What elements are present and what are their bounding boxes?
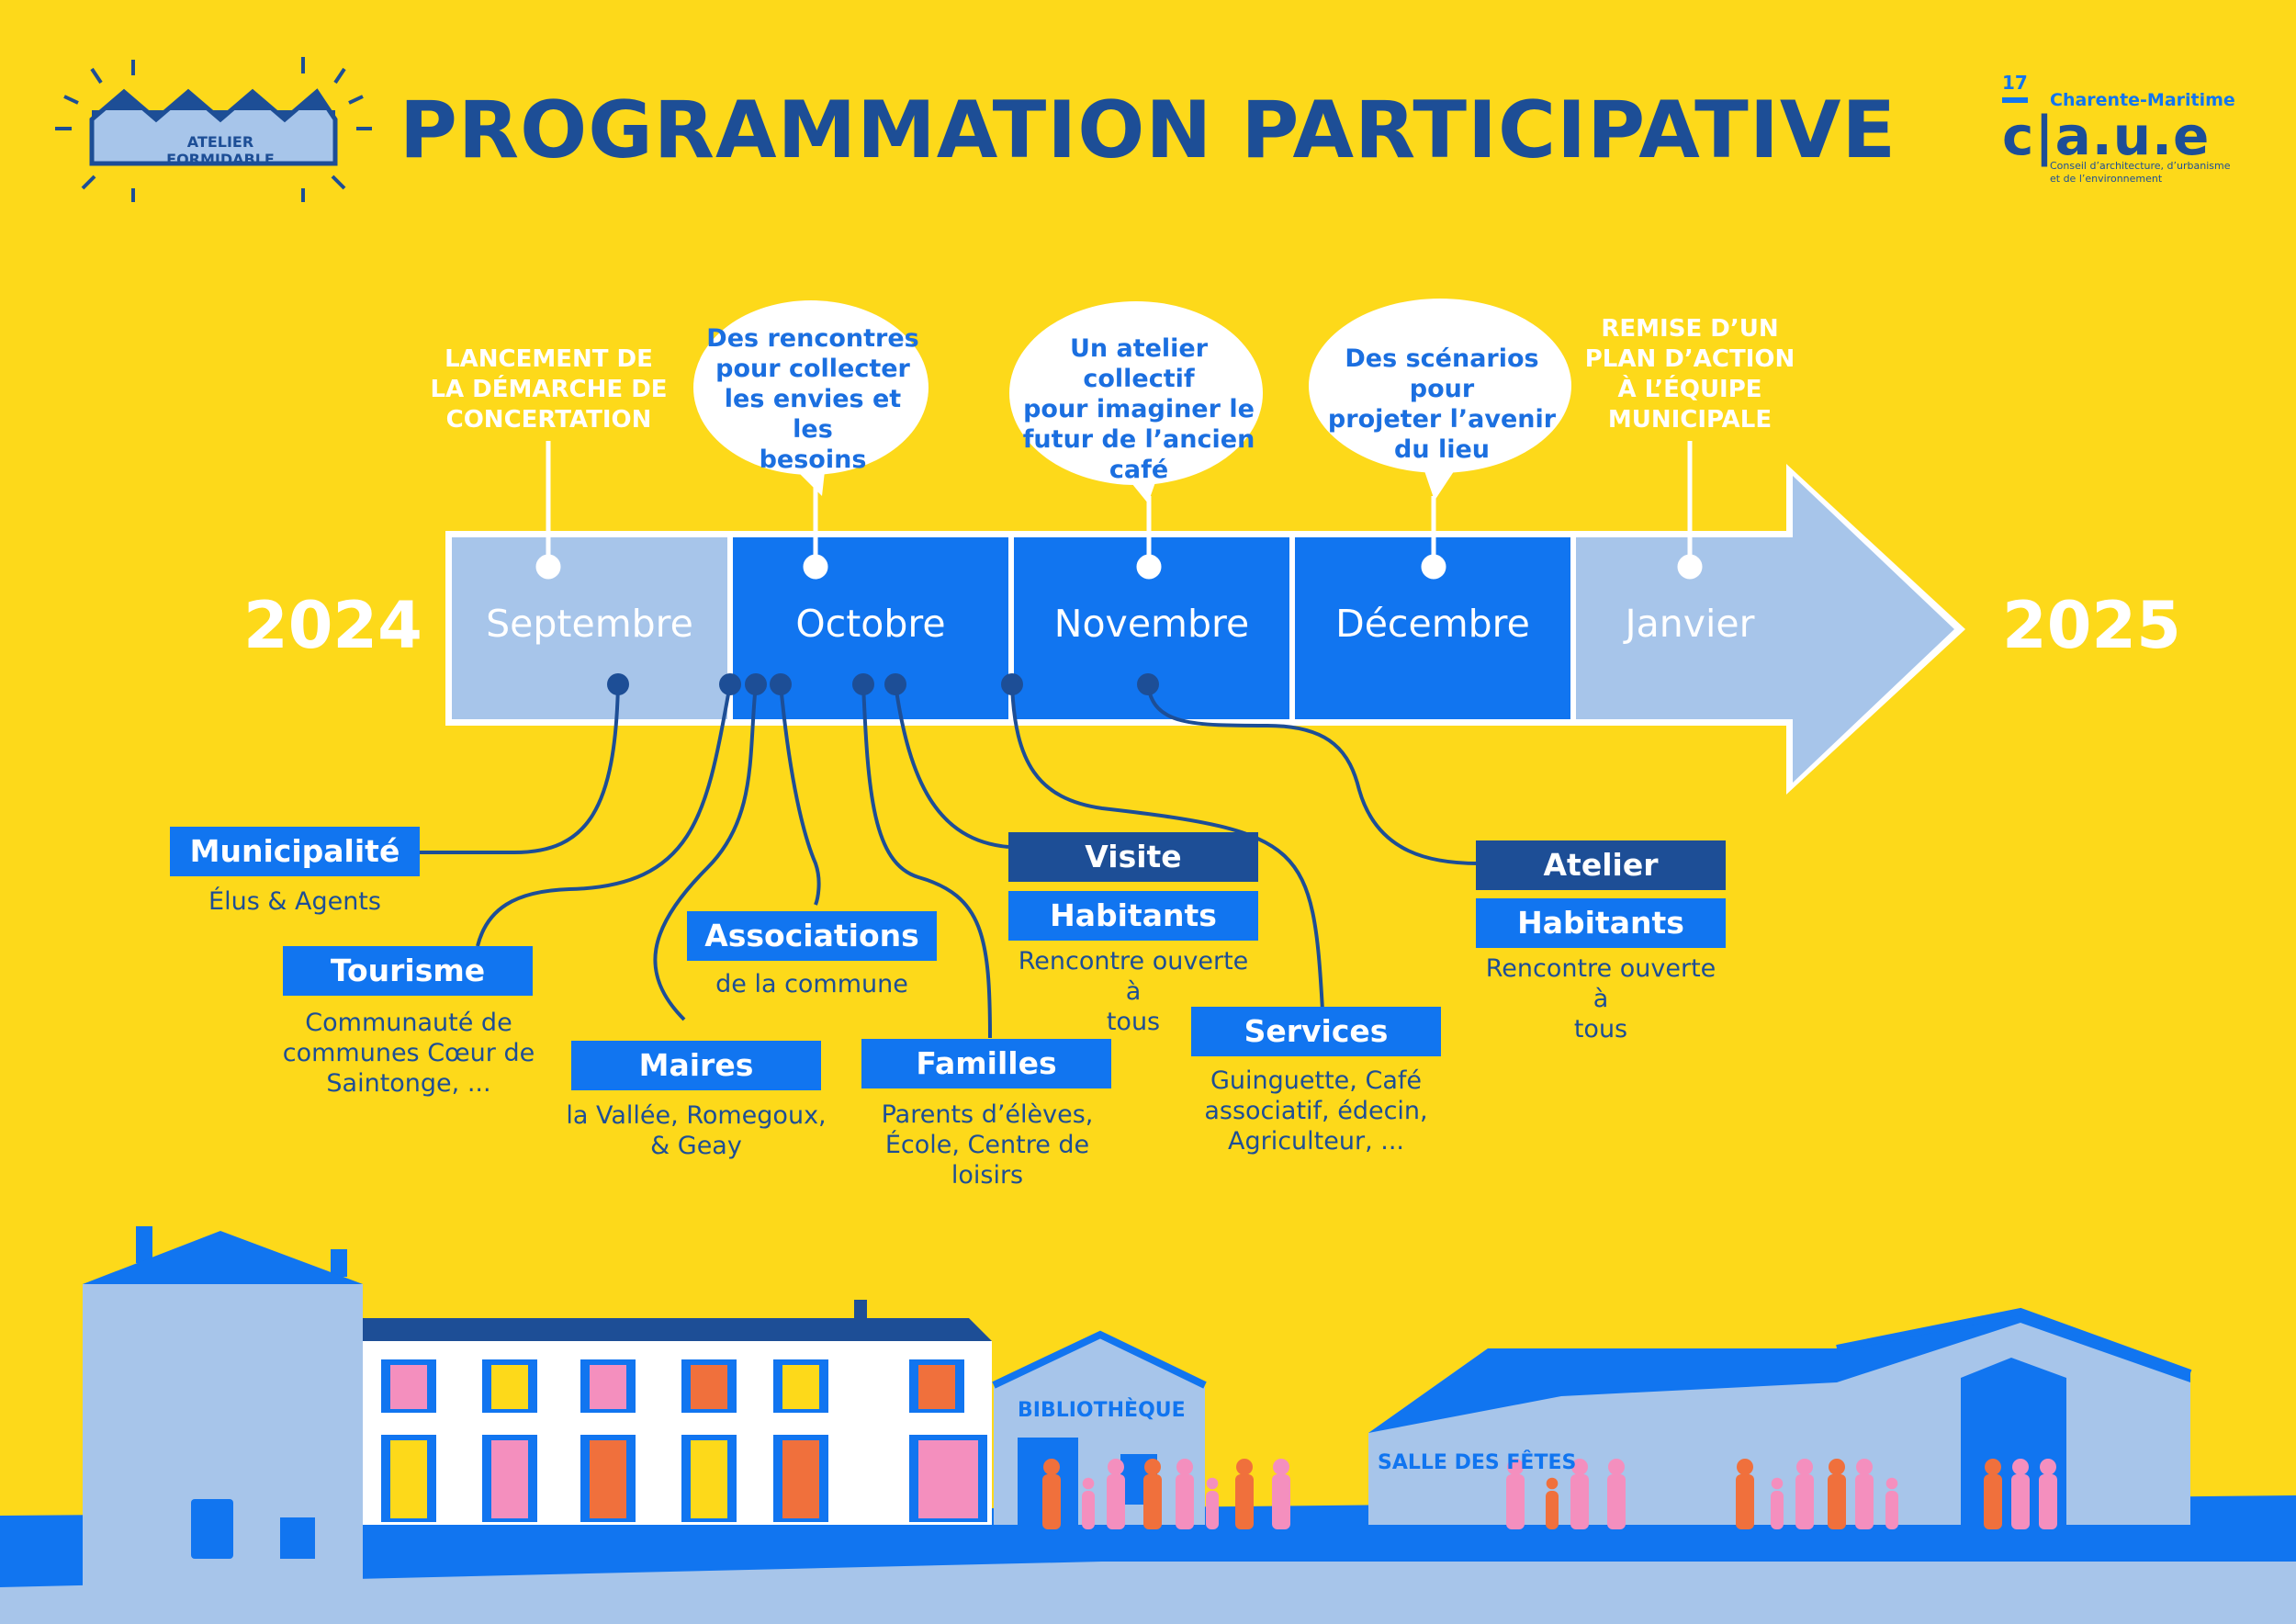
month-janvier: Janvier xyxy=(1625,602,1755,646)
atelier-formidable-logo-text: ATELIER FORMIDABLE xyxy=(166,133,275,168)
ground-path xyxy=(0,1557,2296,1624)
bibliotheque-label: BIBLIOTHÈQUE xyxy=(1018,1399,1186,1422)
year-end: 2025 xyxy=(2002,588,2181,663)
month-novembre: Novembre xyxy=(1053,602,1250,646)
caue-acronym: c|a.u.e xyxy=(2002,105,2211,167)
person-figure xyxy=(1795,1459,1814,1529)
caue-subtitle-2: et de l’environnement xyxy=(2050,173,2163,185)
window xyxy=(773,1435,828,1522)
stakeholder-maires: Maires xyxy=(571,1041,821,1090)
person-figure xyxy=(1570,1459,1589,1529)
window xyxy=(381,1359,436,1413)
person-figure xyxy=(1272,1459,1290,1529)
building-windows xyxy=(381,1359,987,1522)
window xyxy=(909,1435,987,1522)
page-title: PROGRAMMATION PARTICIPATIVE xyxy=(399,85,1897,176)
stakeholder-municipalite-desc: Élus & Agents xyxy=(208,887,381,916)
stakeholder-atelier-habitants: Habitants xyxy=(1476,898,1726,948)
caue-number: 17 xyxy=(2002,72,2028,94)
stakeholder-municipalite: Municipalité xyxy=(170,827,420,876)
window xyxy=(580,1435,636,1522)
person-figure xyxy=(1107,1459,1125,1529)
stakeholder-familles: Familles xyxy=(861,1039,1111,1088)
month-octobre: Octobre xyxy=(795,602,946,646)
person-figure xyxy=(1855,1459,1874,1529)
caue-logo: 17 Charente-Maritime c|a.u.e Conseil d’a… xyxy=(2002,72,2278,185)
stakeholder-atelier-collectif: Atelier collectif xyxy=(1476,840,1726,932)
atelier-formidable-logo xyxy=(55,57,372,202)
month-septembre: Septembre xyxy=(486,602,693,646)
white-building xyxy=(363,1300,992,1525)
bubble-scenarios xyxy=(1309,299,1571,501)
window xyxy=(381,1435,436,1522)
bubble-atelier xyxy=(1009,301,1263,503)
window xyxy=(482,1435,537,1522)
year-start: 2024 xyxy=(243,588,422,663)
window xyxy=(580,1359,636,1413)
person-figure xyxy=(1206,1477,1219,1529)
person-figure xyxy=(1607,1459,1626,1529)
person-figure xyxy=(1736,1459,1754,1529)
bubble-rencontres xyxy=(693,300,929,496)
person-figure xyxy=(1143,1459,1162,1529)
person-figure xyxy=(1506,1459,1525,1529)
stakeholder-associations-desc: de la commune xyxy=(715,970,908,998)
window xyxy=(909,1359,964,1413)
window xyxy=(681,1359,737,1413)
person-figure xyxy=(1176,1459,1194,1529)
person-figure xyxy=(1235,1459,1254,1529)
person-figure xyxy=(1082,1477,1095,1529)
person-figure xyxy=(1042,1459,1061,1529)
mairie-building xyxy=(83,1226,363,1587)
person-figure xyxy=(1828,1459,1846,1529)
person-figure xyxy=(1885,1477,1898,1529)
person-figure xyxy=(2011,1459,2030,1529)
person-figure xyxy=(1546,1477,1559,1529)
person-figure xyxy=(1984,1459,2002,1529)
stakeholder-tourisme: Tourisme xyxy=(283,946,533,996)
month-decembre: Décembre xyxy=(1335,602,1530,646)
stakeholder-services: Services xyxy=(1191,1007,1441,1056)
window xyxy=(773,1359,828,1413)
window xyxy=(681,1435,737,1522)
caue-region: Charente-Maritime xyxy=(2050,90,2235,110)
people-figures xyxy=(1042,1459,2057,1529)
window xyxy=(482,1359,537,1413)
stakeholder-visite: Visite xyxy=(1008,832,1258,882)
caue-subtitle-1: Conseil d’architecture, d’urbanisme xyxy=(2050,160,2231,172)
person-figure xyxy=(2039,1459,2057,1529)
person-figure xyxy=(1771,1477,1784,1529)
stakeholder-visite-habitants: Habitants xyxy=(1008,891,1258,941)
stakeholder-maires-desc: la Vallée, Romegoux,& Geay xyxy=(566,1101,827,1160)
salle-des-fetes-label: SALLE DES FÊTES xyxy=(1378,1451,1577,1474)
stakeholder-associations: Associations xyxy=(687,911,937,961)
